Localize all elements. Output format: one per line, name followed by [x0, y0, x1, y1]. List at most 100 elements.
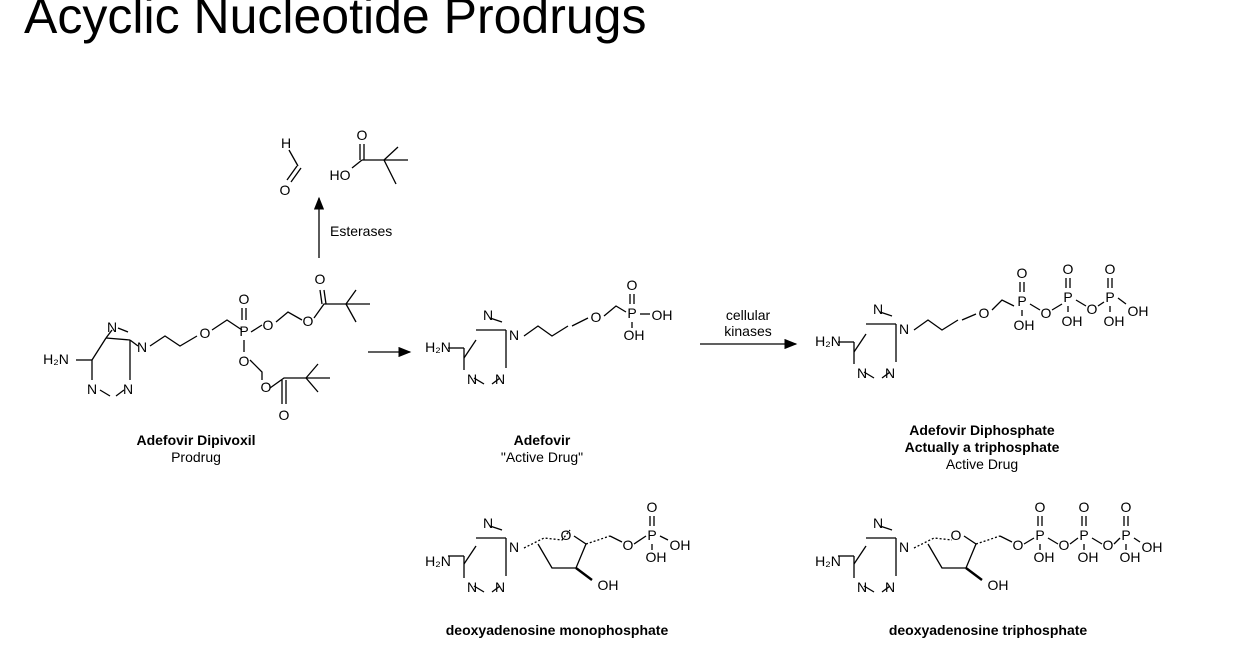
- slide-title: Acyclic Nucleotide Prodrugs: [24, 0, 647, 44]
- atom-label: N: [495, 579, 505, 595]
- atom-label: OH: [670, 537, 691, 553]
- atom-label: O: [647, 499, 658, 515]
- atom-label: P: [1079, 527, 1088, 543]
- atom-label: O: [1105, 261, 1116, 277]
- caption-datp: deoxyadenosine triphosphate: [846, 622, 1130, 639]
- atom-label: OH: [1034, 549, 1055, 565]
- atom-label: O: [200, 325, 211, 341]
- atom-label: H: [281, 135, 291, 151]
- atom-label: P: [1017, 293, 1026, 309]
- atom-label: O: [1017, 265, 1028, 281]
- datp-structure: N N N N H₂N O OH O P O OH O P O: [815, 499, 1162, 595]
- caption-adefovir-dipivoxil: Adefovir Dipivoxil Prodrug: [96, 432, 296, 466]
- caption-adefovir: Adefovir "Active Drug": [452, 432, 632, 466]
- adefovir-dipivoxil-structure: N N N N H₂N O P O O O O O: [43, 271, 370, 423]
- atom-label: N: [899, 321, 909, 337]
- atom-label: O: [261, 379, 272, 395]
- esterases-label: Esterases: [330, 223, 392, 239]
- atom-label: N: [509, 539, 519, 555]
- atom-label: HO: [330, 167, 351, 183]
- atom-label: OH: [652, 307, 673, 323]
- atom-label: N: [137, 339, 147, 355]
- atom-label: P: [1105, 289, 1114, 305]
- caption-damp: deoxyadenosine monophosphate: [412, 622, 702, 639]
- atom-label: H₂N: [425, 339, 451, 355]
- atom-label: N: [899, 539, 909, 555]
- atom-label: O: [1063, 261, 1074, 277]
- atom-label: P: [647, 527, 656, 543]
- atom-label: O: [979, 305, 990, 321]
- atom-label: N: [885, 365, 895, 381]
- atom-label: N: [873, 301, 883, 317]
- atom-label: OH: [1104, 313, 1125, 329]
- atom-label: O: [1103, 537, 1114, 553]
- atom-label: OH: [624, 327, 645, 343]
- compound-role: "Active Drug": [500, 449, 584, 465]
- atom-label: O: [1035, 499, 1046, 515]
- adefovir-diphosphate-structure: N N N N H₂N O P O OH O P O OH O: [815, 261, 1148, 381]
- atom-label: O: [279, 407, 290, 423]
- atom-label: N: [87, 381, 97, 397]
- atom-label: O: [1079, 499, 1090, 515]
- atom-label: H₂N: [815, 333, 841, 349]
- kinases-line2: kinases: [724, 323, 772, 339]
- atom-label: O: [263, 317, 274, 333]
- atom-label: N: [467, 579, 477, 595]
- caption-adefovir-diphosphate: Adefovir Diphosphate Actually a triphosp…: [862, 422, 1102, 473]
- atom-label: O: [1041, 305, 1052, 321]
- atom-label: N: [873, 515, 883, 531]
- atom-label: O: [591, 309, 602, 325]
- atom-label: P: [239, 323, 248, 339]
- atom-label: O: [1087, 301, 1098, 317]
- atom-label: OH: [1120, 549, 1141, 565]
- atom-label: OH: [1128, 303, 1149, 319]
- atom-label: N: [509, 327, 519, 343]
- compound-name: deoxyadenosine monophosphate: [445, 622, 669, 638]
- compound-role: Active Drug: [945, 456, 1019, 472]
- atom-label: N: [123, 381, 133, 397]
- atom-label: OH: [1062, 313, 1083, 329]
- atom-label: O: [357, 127, 368, 143]
- atom-label: O: [239, 291, 250, 307]
- atom-label: OH: [646, 549, 667, 565]
- atom-label: P: [627, 305, 636, 321]
- atom-label: OH: [1142, 539, 1163, 555]
- damp-structure: N N N N H₂N O OH O P O OH OH: [425, 499, 690, 595]
- formaldehyde-structure: H O: [280, 135, 302, 198]
- atom-label: OH: [988, 577, 1009, 593]
- kinases-label: cellular kinases: [716, 307, 780, 339]
- kinases-line1: cellular: [725, 307, 771, 323]
- atom-label: H₂N: [425, 553, 451, 569]
- pivalic-acid-structure: O HO: [330, 127, 408, 185]
- atom-label: N: [857, 579, 867, 595]
- atom-label: H₂N: [43, 351, 69, 367]
- atom-label: O: [280, 182, 291, 198]
- compound-note: Actually a triphosphate: [904, 439, 1060, 455]
- atom-label: O: [303, 313, 314, 329]
- compound-name: Adefovir Diphosphate: [909, 422, 1055, 438]
- atom-label: H₂N: [815, 553, 841, 569]
- atom-label: N: [483, 515, 493, 531]
- atom-label: O: [623, 537, 634, 553]
- compound-name: Adefovir: [513, 432, 571, 448]
- compound-name: Adefovir Dipivoxil: [136, 432, 256, 448]
- atom-label: O: [315, 271, 326, 287]
- atom-label: O: [1059, 537, 1070, 553]
- esterases-text: Esterases: [330, 223, 393, 239]
- atom-label: P: [1035, 527, 1044, 543]
- atom-label: N: [107, 319, 117, 335]
- atom-label: O: [239, 353, 250, 369]
- atom-label: P: [1121, 527, 1130, 543]
- atom-label: OH: [1014, 317, 1035, 333]
- atom-label: OH: [1078, 549, 1099, 565]
- atom-label: O: [951, 527, 962, 543]
- atom-label: O: [561, 527, 572, 543]
- atom-label: N: [857, 365, 867, 381]
- atom-label: P: [1063, 289, 1072, 305]
- compound-name: deoxyadenosine triphosphate: [888, 622, 1088, 638]
- atom-label: O: [1121, 499, 1132, 515]
- atom-label: N: [495, 371, 505, 387]
- atom-label: N: [467, 371, 477, 387]
